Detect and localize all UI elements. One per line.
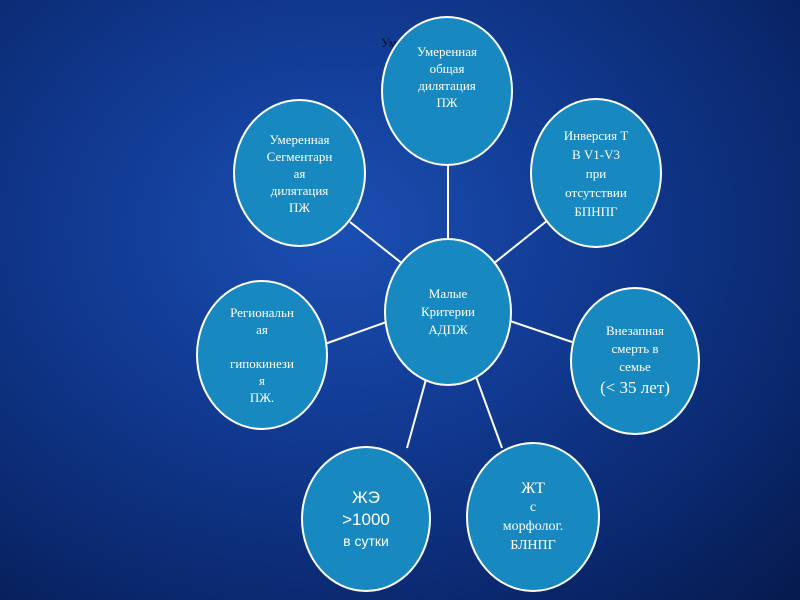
node-bottom-left-line: ЖЭ [352, 488, 380, 507]
node-upper-right: Инверсия Т В V1-V3 при отсутствии БПНПГ [530, 98, 662, 248]
node-right-line: (< 35 лет) [600, 378, 670, 397]
node-center-line: АДПЖ [428, 322, 468, 337]
node-right-text: Внезапная смерть в семье (< 35 лет) [600, 322, 670, 400]
node-upper-right-line: Инверсия Т [563, 127, 629, 143]
node-center-line: Малые [428, 286, 468, 301]
node-upper-left-line: ПЖ [288, 199, 311, 215]
node-top-text: Умеренная общая дилятация ПЖ [417, 43, 477, 111]
node-center-text: Малые Критерии АДПЖ [421, 285, 475, 339]
node-top: Умеренная общая дилятация ПЖ [381, 16, 513, 166]
node-left-line: я [259, 373, 265, 388]
node-upper-right-line: БПНПГ [574, 203, 618, 219]
node-left-text: Региональн ая гипокинези я ПЖ. [230, 304, 294, 406]
node-right-line: семье [619, 359, 651, 374]
node-upper-left-text: Умеренная Сегментарн ая дилятация ПЖ [267, 131, 333, 216]
node-upper-left-line: ая [293, 165, 306, 181]
node-bottom-right-line: с [529, 500, 537, 515]
node-top-line: дилятация [418, 78, 476, 93]
node-left-line: ая [256, 322, 268, 337]
node-top-line: Умеренная [417, 44, 477, 59]
node-center-line: Критерии [421, 304, 475, 319]
node-upper-left-line: Умеренная [269, 131, 330, 147]
node-bottom-right-line: БЛНПГ [510, 538, 556, 553]
node-right: Внезапная смерть в семье (< 35 лет) [570, 287, 700, 435]
node-bottom-left: ЖЭ >1000 в сутки [301, 446, 431, 592]
node-left-line: ПЖ. [249, 390, 275, 405]
node-left: Региональн ая гипокинези я ПЖ. [196, 280, 328, 430]
node-top-line: ПЖ [436, 95, 458, 110]
node-upper-right-line: при [585, 165, 607, 181]
node-upper-right-line: отсутствии [565, 184, 627, 200]
node-left-line: Региональн [230, 305, 294, 320]
node-upper-right-line: В V1-V3 [571, 146, 620, 162]
node-bottom-left-text: ЖЭ >1000 в сутки [342, 487, 390, 551]
node-bottom-left-line: в сутки [343, 533, 389, 549]
node-bottom-right-text: ЖТ с морфолог. БЛНПГ [503, 479, 563, 555]
node-bottom-right: ЖТ с морфолог. БЛНПГ [466, 442, 600, 592]
node-top-line: общая [429, 61, 465, 76]
node-bottom-right-line: ЖТ [521, 480, 545, 497]
node-upper-left-line: Сегментарн [266, 148, 333, 164]
node-right-line: Внезапная [606, 323, 664, 338]
node-bottom-left-line: >1000 [342, 510, 390, 529]
node-upper-left-line: дилятация [270, 182, 329, 198]
node-left-line [230, 338, 294, 355]
node-right-line: смерть в [611, 341, 659, 356]
node-center: Малые Критерии АДПЖ [384, 238, 512, 386]
node-bottom-right-line: морфолог. [502, 519, 564, 534]
node-upper-left: Умеренная Сегментарн ая дилятация ПЖ [233, 99, 366, 247]
node-upper-right-text: Инверсия Т В V1-V3 при отсутствии БПНПГ [564, 126, 629, 221]
node-left-line: гипокинези [230, 356, 294, 371]
